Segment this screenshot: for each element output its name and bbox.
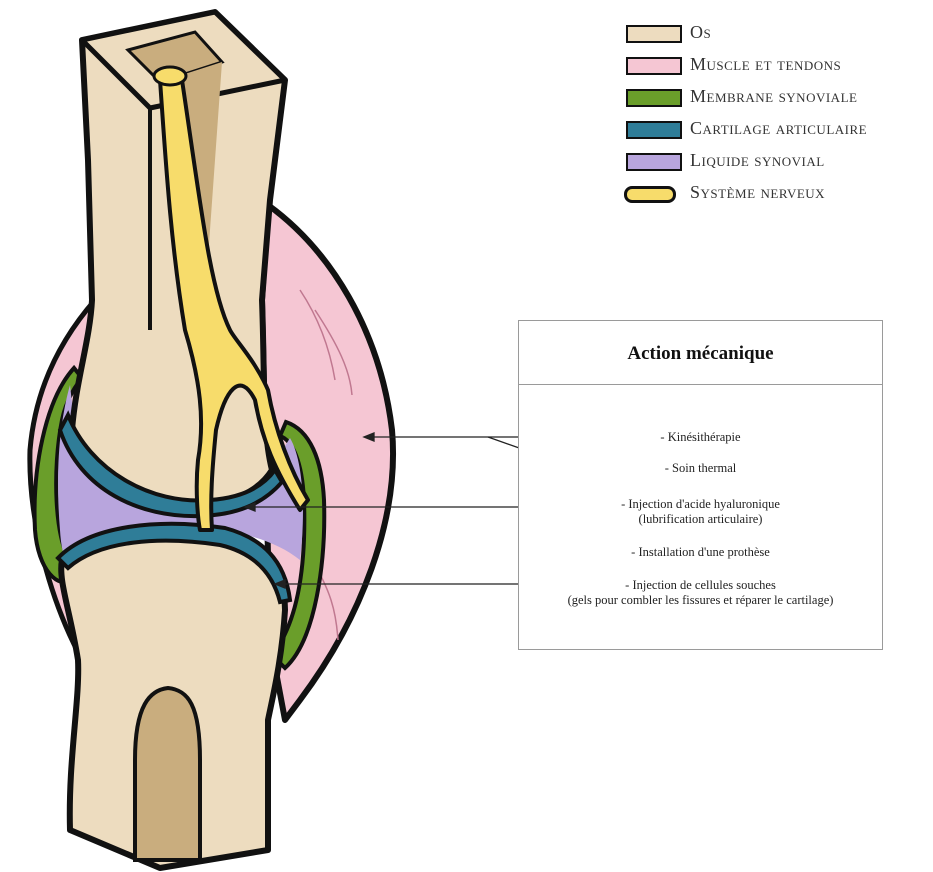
legend-label: Muscle et tendons bbox=[690, 54, 841, 75]
legend-item-os: Os bbox=[622, 20, 922, 52]
action-item-subtext: (gels pour combler les fissures et répar… bbox=[519, 593, 882, 608]
legend-item-muscle: Muscle et tendons bbox=[622, 52, 922, 84]
bone-marrow-cavity-bottom bbox=[135, 688, 200, 860]
legend-label: Cartilage articulaire bbox=[690, 118, 867, 139]
action-item-text: - Injection de cellules souches bbox=[625, 578, 776, 592]
action-item-subtext: (lubrification articulaire) bbox=[519, 512, 882, 527]
legend-item-membrane: Membrane synoviale bbox=[622, 84, 922, 116]
cartilage-swatch-icon bbox=[626, 121, 682, 139]
action-item-kinesitherapie: - Kinésithérapie bbox=[519, 430, 882, 445]
nerve-icon bbox=[624, 186, 676, 203]
action-item-prothese: - Installation d'une prothèse bbox=[519, 545, 882, 560]
nerve-fiber-end bbox=[154, 67, 186, 85]
legend-label: Liquide synovial bbox=[690, 150, 825, 171]
legend-label: Système nerveux bbox=[690, 182, 825, 203]
action-item-acide-hyaluronique: - Injection d'acide hyaluronique (lubrif… bbox=[519, 497, 882, 527]
action-item-cellules-souches: - Injection de cellules souches (gels po… bbox=[519, 578, 882, 608]
legend-item-cartilage: Cartilage articulaire bbox=[622, 116, 922, 148]
legend-label: Membrane synoviale bbox=[690, 86, 857, 107]
liquid-swatch-icon bbox=[626, 153, 682, 171]
membrane-swatch-icon bbox=[626, 89, 682, 107]
bone-swatch-icon bbox=[626, 25, 682, 43]
legend-item-liquid: Liquide synovial bbox=[622, 148, 922, 180]
action-item-text: - Installation d'une prothèse bbox=[631, 545, 770, 559]
action-panel: Action mécanique - Kinésithérapie - Soin… bbox=[518, 320, 883, 650]
action-item-soin-thermal: - Soin thermal bbox=[519, 461, 882, 476]
action-item-text: - Soin thermal bbox=[665, 461, 737, 475]
legend: Os Muscle et tendons Membrane synoviale … bbox=[622, 20, 922, 212]
muscle-swatch-icon bbox=[626, 57, 682, 75]
action-title: Action mécanique bbox=[519, 321, 882, 385]
legend-label: Os bbox=[690, 22, 711, 43]
legend-item-nerve: Système nerveux bbox=[622, 180, 922, 212]
action-item-text: - Injection d'acide hyaluronique bbox=[621, 497, 780, 511]
action-item-text: - Kinésithérapie bbox=[660, 430, 740, 444]
